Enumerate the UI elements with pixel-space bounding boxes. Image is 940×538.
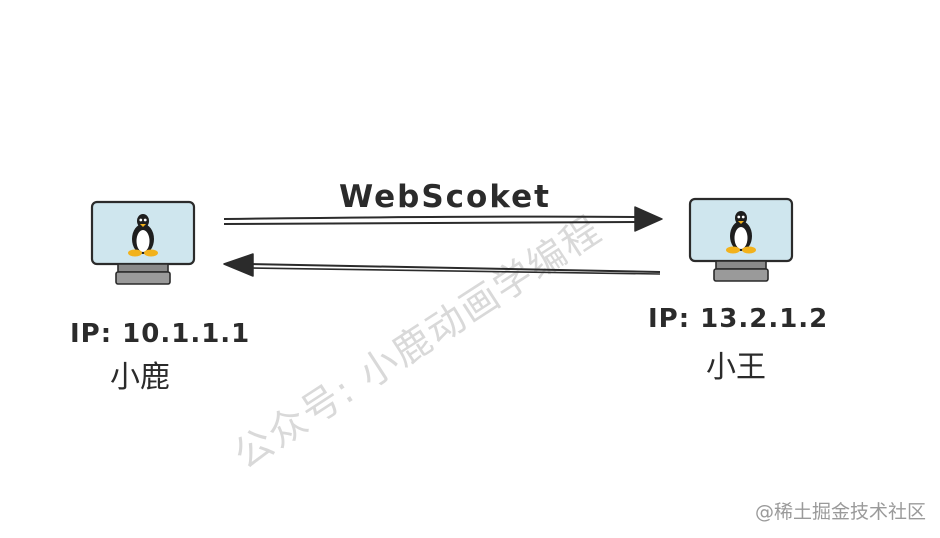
protocol-label: WebScoket <box>339 179 551 215</box>
credit-text: @稀土掘金技术社区 <box>755 501 926 523</box>
left-computer-icon <box>90 200 196 285</box>
arrow-right-to-left <box>223 253 661 277</box>
right-computer-icon <box>688 197 794 282</box>
linux-penguin-icon <box>128 214 158 257</box>
right-node-ip: IP: 13.2.1.2 <box>648 304 828 334</box>
watermark-text: 公众号: 小鹿动画学编程 <box>226 207 610 477</box>
left-node-name: 小鹿 <box>110 360 170 395</box>
arrow-left-to-right <box>223 206 663 232</box>
linux-penguin-icon <box>726 211 756 254</box>
right-node-name: 小王 <box>706 350 766 385</box>
left-node-ip: IP: 10.1.1.1 <box>70 319 250 349</box>
